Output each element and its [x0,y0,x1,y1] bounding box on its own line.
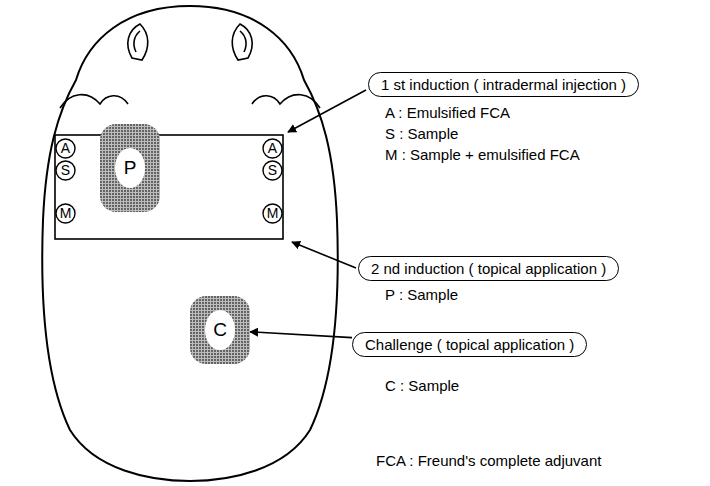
site-letter: C [190,296,250,364]
key-note: A : Emulsified FCA [385,104,510,122]
ear [128,24,252,60]
site-letter: S [55,160,76,181]
leader-arrow [292,242,356,268]
shoulder-lines [60,95,320,108]
key-note: P : Sample [385,286,458,304]
site-letter: M [262,203,283,224]
callout-box: 1 st induction ( intradermal injection ) [368,72,639,97]
site-circle: S [262,160,283,181]
site-circle: A [55,138,76,159]
application-patch: C [190,296,250,364]
site-letter: P [100,124,160,212]
key-note: M : Sample + emulsified FCA [385,146,580,164]
callout-text: 2 nd induction ( topical application ) [371,259,606,278]
connector-arrow [250,332,352,338]
body-outline [42,6,337,481]
site-circle: M [262,203,283,224]
site-letter: A [55,138,76,159]
callout-box: 2 nd induction ( topical application ) [358,256,619,281]
callout-text: Challenge ( topical application ) [365,335,574,354]
site-circle: S [55,160,76,181]
callout-box: Challenge ( topical application ) [352,332,587,357]
site-letter: S [262,160,283,181]
induction-site-frame [55,135,283,239]
key-note: FCA : Freund's complete adjuvant [376,452,601,470]
callout-text: 1 st induction ( intradermal injection ) [381,75,626,94]
site-letter: A [262,138,283,159]
site-circle: A [262,138,283,159]
site-letter: M [55,203,76,224]
site-circle: M [55,203,76,224]
leader-arrow [288,90,366,132]
key-note: C : Sample [385,377,459,395]
application-patch: P [100,124,160,212]
key-note: S : Sample [385,125,458,143]
